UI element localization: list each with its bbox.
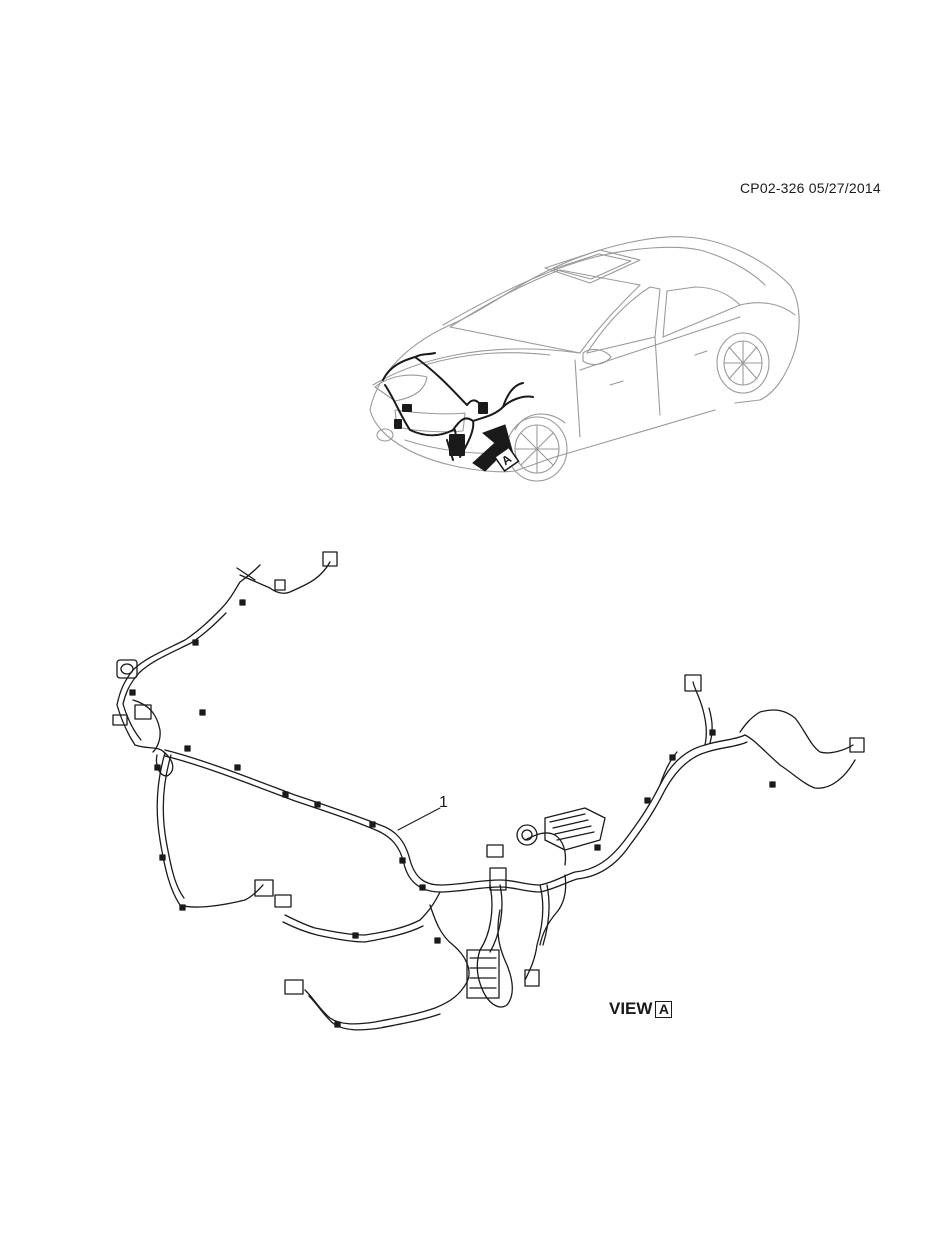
car-outline-icon: A [369,236,800,482]
part-leader-line [397,807,441,831]
harness-upper-left-branch [116,561,331,746]
car-body-outline [369,236,800,411]
car-rear-wheel [716,332,770,394]
car-windshield [449,269,641,354]
harness-center-cluster [466,867,513,1008]
harness-main-trunk [164,734,748,893]
harness-bottom-branch [304,904,470,1031]
connector-icon [112,551,865,995]
car-hood [372,348,581,386]
wiring-harness-diagram [112,551,865,1031]
view-label-prefix: VIEW [609,999,653,1018]
harness-right-center-branch [524,832,567,981]
harness-lower-left-branch [282,891,441,943]
car-side-window-front [586,286,661,354]
harness-left-branch [156,752,264,908]
view-label: VIEW A [609,999,673,1019]
harness-clip-icon [129,599,776,1028]
document-code: CP02-326 05/27/2014 [740,180,881,196]
car-lower-outline [369,409,716,473]
fuse-box-icon [516,807,606,851]
view-arrow-icon: A [472,424,520,473]
car-mirror [582,348,612,366]
part-number-label: 1 [439,794,448,811]
car-roof-line [442,246,766,326]
view-label-letter: A [655,1000,673,1018]
car-sunroof [544,249,641,284]
car-headlight [374,374,428,402]
harness-right-branch [659,681,856,789]
